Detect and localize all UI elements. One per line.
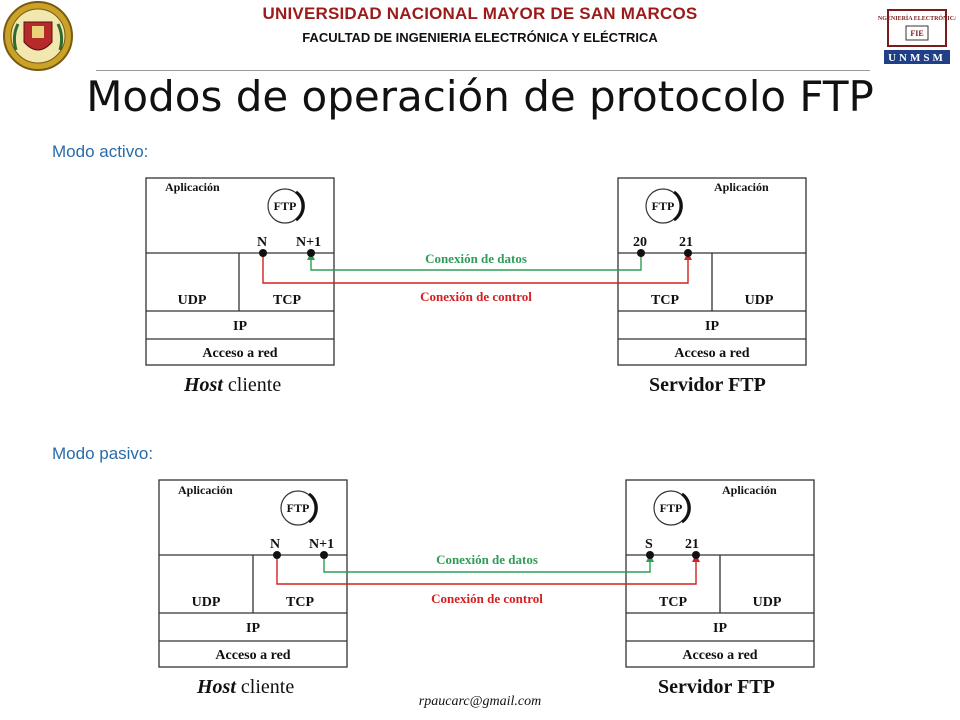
active-server-udp-label: UDP	[745, 293, 774, 308]
port-dot	[692, 551, 700, 559]
active-server-port-21: 21	[679, 235, 693, 250]
unmsm-crest-logo	[3, 1, 73, 71]
active-server-net-label: Acceso a red	[674, 346, 749, 361]
active-server-ftp-label: FTP	[652, 199, 675, 213]
passive-server-app-label: Aplicación	[722, 483, 777, 497]
active-client-udp-label: UDP	[178, 293, 207, 308]
footer-email: rpaucarc@gmail.com	[418, 694, 542, 709]
faculty-name: FACULTAD DE INGENIERIA ELECTRÓNICA Y ELÉ…	[302, 30, 658, 45]
active-client-net-label: Acceso a red	[202, 346, 277, 361]
active-client-ftp-label: FTP	[274, 199, 297, 213]
header-divider	[96, 70, 870, 71]
passive-server-tcp-label: TCP	[659, 595, 687, 610]
passive-server-caption: Servidor FTP	[658, 676, 775, 698]
passive-mode-heading: Modo pasivo:	[52, 444, 154, 463]
active-data-connection: Conexión de datos	[307, 251, 642, 271]
active-control-connection: Conexión de control	[262, 252, 692, 304]
passive-client-caption: Host cliente	[196, 676, 294, 698]
passive-server-ip-label: IP	[713, 621, 727, 636]
active-client-port-n: N	[257, 235, 267, 250]
port-dot	[273, 551, 281, 559]
passive-control-connection: Conexión de control	[276, 554, 700, 606]
passive-server-net-label: Acceso a red	[682, 648, 757, 663]
passive-client-port-n: N	[270, 537, 280, 552]
active-client-tcp-label: TCP	[273, 293, 301, 308]
passive-client-net-label: Acceso a red	[215, 648, 290, 663]
passive-server-ftp-label: FTP	[660, 501, 683, 515]
active-server-caption: Servidor FTP	[649, 374, 766, 396]
fie-logo: INGENIERÍA ELECTRÓNICA FIE UNMSM	[878, 9, 956, 64]
port-dot	[637, 249, 645, 257]
passive-client-app-label: Aplicación	[178, 483, 233, 497]
passive-client-port-n1: N+1	[309, 537, 334, 552]
university-name: UNIVERSIDAD NACIONAL MAYOR DE SAN MARCOS	[262, 4, 698, 23]
active-client-ip-label: IP	[233, 319, 247, 334]
active-server-app-label: Aplicación	[714, 180, 769, 194]
passive-client-stack: Aplicación FTP N N+1 UDP TCP IP Acceso a…	[158, 479, 348, 698]
fie-logo-text: INGENIERÍA ELECTRÓNICA	[878, 14, 956, 22]
port-dot	[646, 551, 654, 559]
port-dot	[307, 249, 315, 257]
passive-server-udp-label: UDP	[753, 595, 782, 610]
fie-logo-abbr: FIE	[910, 29, 923, 38]
port-dot	[259, 249, 267, 257]
active-server-ip-label: IP	[705, 319, 719, 334]
fie-logo-unmsm: UNMSM	[888, 52, 946, 64]
active-mode-heading: Modo activo:	[52, 142, 149, 161]
passive-server-port-s: S	[645, 537, 653, 552]
passive-client-udp-label: UDP	[192, 595, 221, 610]
active-client-stack: Aplicación FTP N N+1 UDP TCP IP Acceso a…	[145, 177, 335, 396]
port-dot	[684, 249, 692, 257]
active-data-label: Conexión de datos	[425, 251, 527, 266]
active-server-port-20: 20	[633, 235, 647, 250]
slide-title: Modos de operación de protocolo FTP	[86, 72, 874, 121]
active-server-stack: Aplicación FTP 20 21 TCP UDP IP Acceso a…	[617, 177, 807, 396]
active-control-label: Conexión de control	[420, 289, 532, 304]
active-client-app-label: Aplicación	[165, 180, 220, 194]
passive-client-tcp-label: TCP	[286, 595, 314, 610]
passive-server-stack: Aplicación FTP S 21 TCP UDP IP Acceso a …	[625, 479, 815, 698]
passive-client-ftp-label: FTP	[287, 501, 310, 515]
passive-client-ip-label: IP	[246, 621, 260, 636]
passive-data-connection: Conexión de datos	[323, 552, 654, 573]
passive-control-label: Conexión de control	[431, 591, 543, 606]
port-dot	[320, 551, 328, 559]
active-server-tcp-label: TCP	[651, 293, 679, 308]
active-client-port-n1: N+1	[296, 235, 321, 250]
passive-server-port-21: 21	[685, 537, 699, 552]
passive-data-label: Conexión de datos	[436, 552, 538, 567]
active-client-caption: Host cliente	[183, 374, 281, 396]
